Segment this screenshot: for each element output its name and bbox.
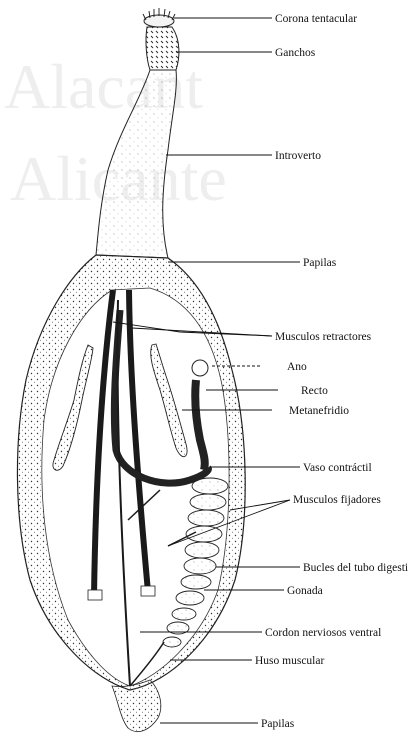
label-recto: Recto	[301, 385, 328, 397]
anus	[192, 360, 208, 376]
label-gonada: Gonada	[287, 585, 323, 597]
tentacular-crown	[143, 8, 175, 27]
label-ganchos: Ganchos	[275, 47, 316, 59]
label-ano: Ano	[287, 361, 307, 373]
label-metanefridio: Metanefridio	[289, 405, 349, 417]
label-introverto: Introverto	[275, 150, 321, 162]
labels: Corona tentacular Ganchos Introverto Pap…	[255, 13, 408, 730]
label-huso-muscular: Huso muscular	[255, 655, 324, 667]
label-cordon-nervioso: Cordon nerviosos ventral	[265, 627, 381, 639]
label-papilas-bottom: Papilas	[261, 718, 295, 730]
label-vaso-contractil: Vaso contráctil	[303, 462, 372, 474]
label-bucles-tubo-digestivo: Bucles del tubo digestivo	[303, 562, 408, 574]
label-musculos-retractores: Musculos retractores	[275, 331, 372, 343]
hooks-region	[146, 27, 179, 70]
label-papilas-top: Papilas	[303, 257, 337, 269]
bottom-papillae	[112, 680, 161, 732]
label-corona-tentacular: Corona tentacular	[275, 13, 357, 25]
label-musculos-fijadores: Musculos fijadores	[293, 494, 381, 506]
